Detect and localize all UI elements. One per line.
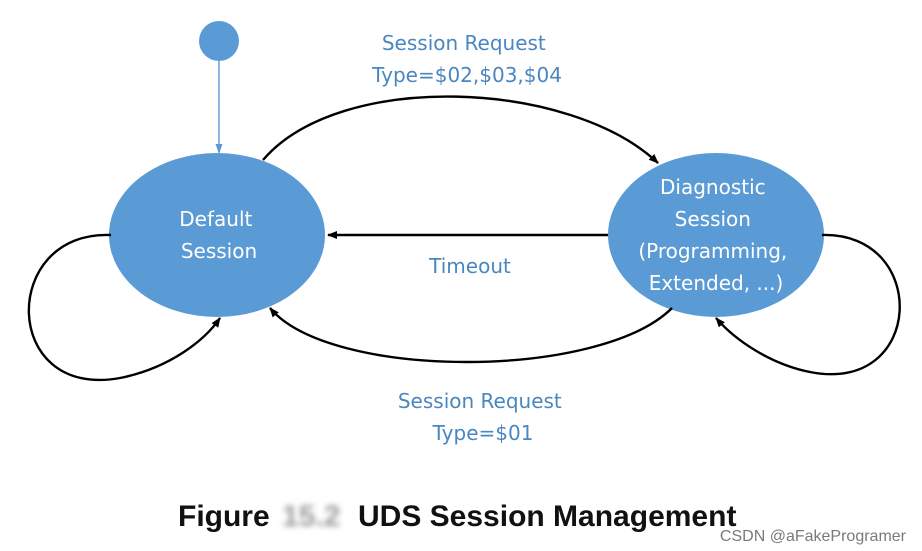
default-session-label-line2: Session	[181, 239, 257, 263]
svg-text:Default Session: Default Session	[179, 207, 258, 263]
edge-diagnostic-to-default	[269, 307, 673, 364]
caption-title: UDS Session Management	[358, 500, 736, 533]
watermark-text: CSDN @aFakeProgramer	[720, 528, 907, 545]
caption-prefix: Figure	[178, 500, 270, 533]
svg-text:Diagnostic Session: Diagnostic Session (Programming, Extende…	[638, 175, 793, 295]
diagnostic-session-label-line1: Diagnostic	[660, 175, 766, 199]
edge-label-timeout: Timeout	[428, 254, 511, 278]
default-session-node: Default Session	[109, 153, 325, 317]
diagnostic-session-label-line4: Extended, ...)	[649, 271, 784, 295]
edge-label-session-request-01-line2: Type=$01	[432, 421, 534, 445]
edge-default-to-diagnostic	[262, 95, 659, 164]
default-session-label-line1: Default	[179, 207, 252, 231]
self-loop-diagnostic-session	[715, 233, 901, 376]
self-loop-default-session	[27, 233, 221, 382]
diagnostic-session-label-line2: Session	[675, 207, 751, 231]
edge-label-session-request-01-line1: Session Request	[398, 389, 562, 413]
diagnostic-session-node: Diagnostic Session (Programming, Extende…	[608, 153, 824, 317]
svg-text:Session Request Type=$02,$: Session Request Type=$02,$03,$04	[371, 31, 562, 87]
diagnostic-session-label-line3: (Programming,	[638, 239, 787, 263]
edge-label-session-request-line1: Session Request	[382, 31, 546, 55]
svg-text:Session Request Type=$01: Session Request Type=$01	[398, 389, 568, 445]
caption-figure-number: 15.2	[282, 500, 340, 533]
initial-state-dot	[199, 21, 239, 61]
edge-label-session-request-line2: Type=$02,$03,$04	[371, 63, 562, 87]
